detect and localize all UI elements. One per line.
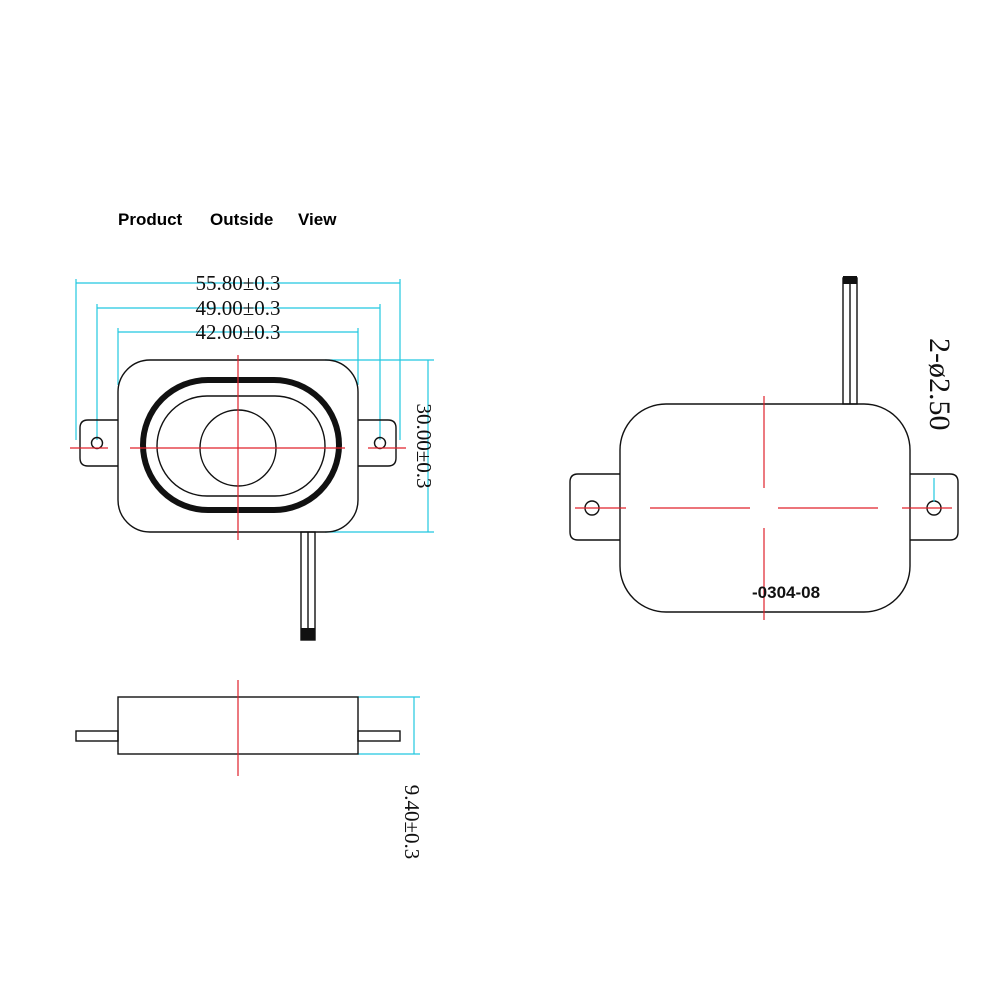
title-word-product: Product: [118, 210, 183, 229]
title-word-outside: Outside: [210, 210, 273, 229]
part-code: -0304-08: [752, 583, 820, 602]
front-view: 55.80±0.3 49.00±0.3 42.00±0.3 30.00±0.3: [70, 271, 436, 641]
dim-thickness: 9.40±0.3: [400, 785, 424, 860]
front-oval-cone-inner: [156, 395, 326, 497]
dim-body-width: 42.00±0.3: [195, 320, 280, 344]
drawing-title: Product Outside View: [118, 210, 337, 229]
back-view: 2-ø2.50 -0304-08: [569, 276, 959, 620]
front-oval-cone-rim: [140, 377, 342, 513]
dim-overall-width: 55.80±0.3: [195, 271, 280, 295]
side-left-tab: [75, 730, 119, 742]
side-right-tab: [357, 730, 401, 742]
front-view-dimension-lines: [75, 279, 434, 533]
front-view-center-lines: [70, 355, 406, 540]
title-word-view: View: [298, 210, 337, 229]
side-view: 9.40±0.3: [75, 680, 424, 860]
dim-hole-spacing: 49.00±0.3: [195, 296, 280, 320]
dim-height: 30.00±0.3: [412, 403, 436, 488]
dim-mounting-holes: 2-ø2.50: [923, 338, 956, 431]
